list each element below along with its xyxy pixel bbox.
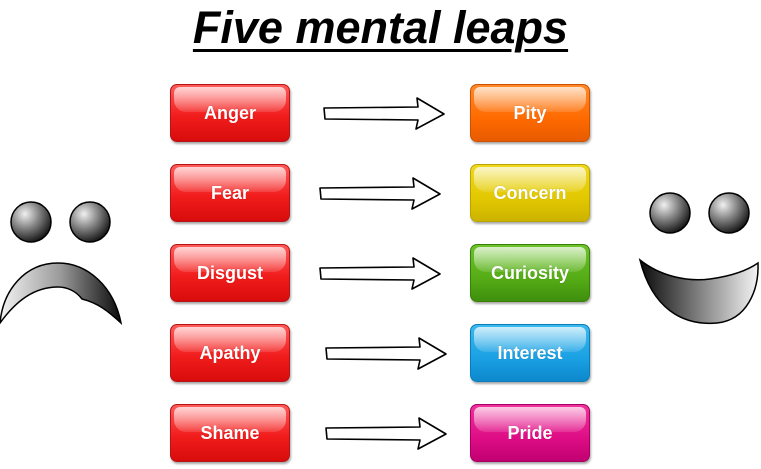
emotion-label: Apathy [199,342,261,363]
emotion-box-pride: Pride [470,404,590,462]
emotion-label: Disgust [196,262,263,283]
sad-face-icon [0,201,123,326]
emotion-label: Pity [513,102,547,123]
emotion-box-curiosity: Curiosity [470,244,590,302]
left-eye [10,201,52,243]
right-arrow-icon [323,97,445,130]
emotion-label: Interest [497,342,563,363]
happy-face-icon [638,192,759,325]
emotion-box-concern: Concern [470,164,590,222]
emotion-box-fear: Fear [170,164,290,222]
frown-mouth [0,262,123,326]
emotion-box-anger: Anger [170,84,290,142]
right-eye [69,201,111,243]
right-arrow-icon [325,417,447,450]
right-eye [708,192,750,234]
smile-mouth [638,258,759,325]
emotion-label: Fear [210,182,250,203]
emotion-label: Concern [493,182,567,203]
emotion-box-apathy: Apathy [170,324,290,382]
emotion-label: Pride [507,422,553,443]
emotion-label: Curiosity [490,262,569,283]
right-arrow-icon [319,177,441,210]
emotion-box-pity: Pity [470,84,590,142]
emotion-box-shame: Shame [170,404,290,462]
right-arrow-icon [319,257,441,290]
emotion-label: Anger [203,102,256,123]
left-eye [649,192,691,234]
right-arrow-icon [325,337,447,370]
page-title: Five mental leaps [192,2,569,53]
emotion-box-disgust: Disgust [170,244,290,302]
emotion-box-interest: Interest [470,324,590,382]
emotion-label: Shame [200,422,260,443]
